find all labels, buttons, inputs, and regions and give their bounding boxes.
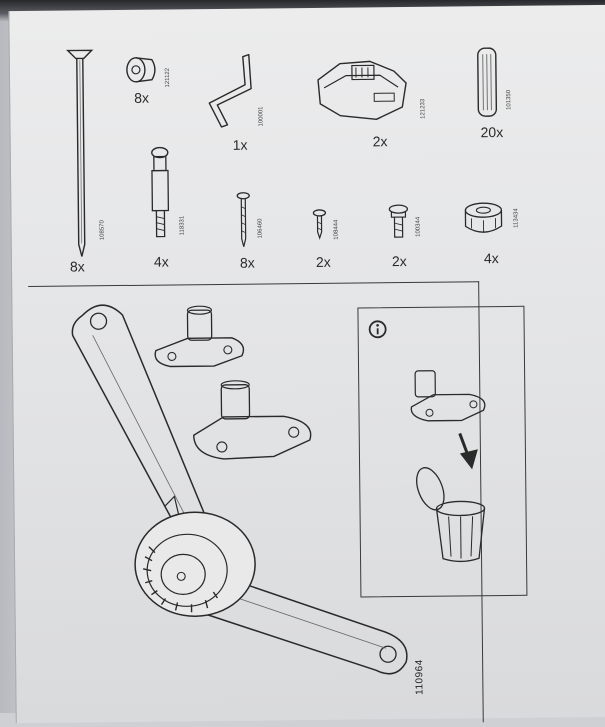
- hex-key-code: 100001: [258, 106, 264, 126]
- long-nail-code: 108570: [99, 220, 105, 240]
- long-nail-qty: 8x: [70, 258, 85, 274]
- trash-bin-icon: [412, 458, 493, 569]
- cam-bolt-code: 118331: [179, 216, 185, 236]
- cam-lock-barrel-code: 121122: [165, 68, 171, 88]
- cam-lock-barrel-qty: 8x: [134, 90, 149, 106]
- cam-lock-housing-code: 113434: [513, 208, 519, 228]
- screw-small-code: 108444: [333, 220, 339, 240]
- cam-bolt-illustration: [145, 144, 176, 244]
- info-icon: [368, 319, 388, 339]
- bolt-short-illustration: [385, 203, 411, 243]
- wooden-dowel-qty: 20x: [480, 124, 503, 140]
- hinge-clip-code: 121233: [420, 99, 426, 119]
- screw-small-qty: 2x: [316, 254, 331, 270]
- bolt-short-qty: 2x: [392, 253, 407, 269]
- wooden-dowel-code: 101350: [506, 90, 512, 110]
- cam-lock-housing-illustration: [459, 200, 509, 241]
- screw-long-qty: 8x: [240, 255, 255, 271]
- screw-long-code: 106460: [257, 218, 263, 238]
- cam-lock-housing-qty: 4x: [484, 250, 499, 266]
- mounting-bracket-top-illustration: [147, 304, 258, 375]
- spare-bracket-illustration: [403, 366, 494, 427]
- screw-small-illustration: [309, 208, 329, 242]
- screw-long-illustration: [233, 191, 254, 251]
- instruction-page: 108570 8x 121122 8x 100001 1x 121233 2x …: [8, 5, 605, 723]
- long-nail-illustration: [60, 48, 102, 263]
- cam-bolt-qty: 4x: [154, 254, 169, 270]
- hinge-clip-illustration: [310, 49, 421, 130]
- bolt-short-code: 100344: [415, 217, 421, 237]
- hex-key-qty: 1x: [233, 137, 248, 153]
- wooden-dowel-illustration: [472, 44, 503, 124]
- hinge-clip-qty: 2x: [373, 133, 388, 149]
- cam-lock-barrel-illustration: [122, 50, 162, 90]
- mounting-bracket-bottom-illustration: [183, 378, 324, 469]
- document-number: 110964: [414, 659, 425, 695]
- hex-key-illustration: [205, 50, 276, 131]
